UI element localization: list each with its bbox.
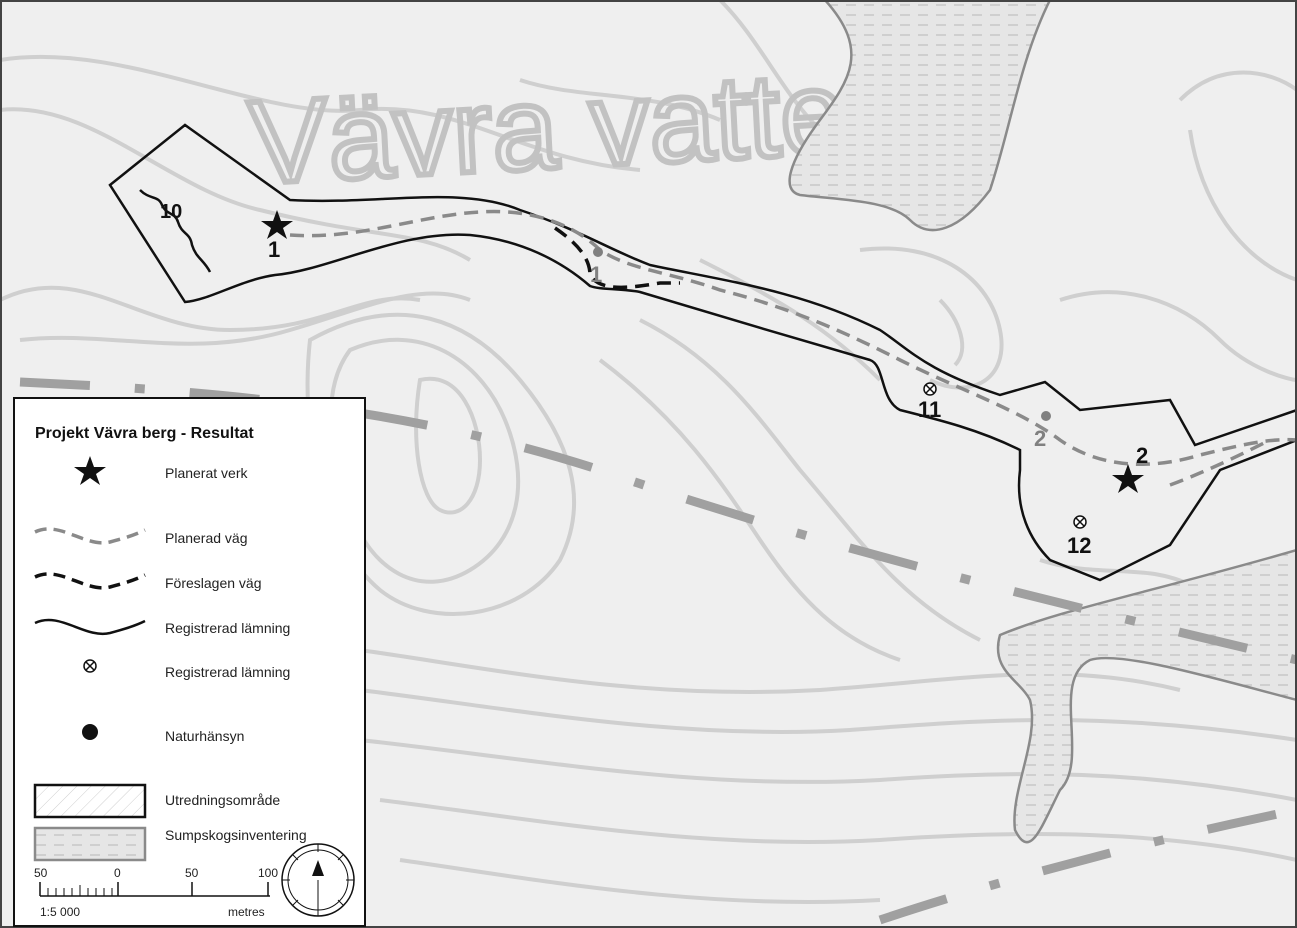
turbine-2-label: 2 <box>1136 443 1148 468</box>
star-icon <box>261 210 293 239</box>
nature-point-1-label: 1 <box>590 262 602 287</box>
legend-grey-dashed-line <box>34 527 146 545</box>
legend-label-planned-turbine: Planerat verk <box>165 465 248 481</box>
star-icon <box>74 456 106 485</box>
scale-tick-label: 100 <box>258 866 278 880</box>
nature-point-2[interactable] <box>1041 411 1051 421</box>
planned-road <box>289 209 1297 487</box>
proposed-road <box>554 226 680 290</box>
remain-11-label: 11 <box>918 397 941 422</box>
legend-black-solid-line <box>34 618 146 636</box>
scale-unit: metres <box>228 905 265 919</box>
investigation-area <box>108 123 1297 582</box>
black-dot-icon <box>82 724 98 740</box>
scale-tick-label: 50 <box>185 866 199 880</box>
star-icon <box>1112 464 1144 493</box>
remain-10-label: 10 <box>160 201 182 223</box>
swamp-area-south <box>996 548 1297 844</box>
compass-icon <box>281 843 355 917</box>
legend-label-registered-remain-point: Registrerad lämning <box>165 664 290 680</box>
scale-ratio: 1:5 000 <box>40 905 80 919</box>
nature-point-1[interactable] <box>593 247 603 257</box>
legend-label-planned-road: Planerad väg <box>165 530 248 546</box>
remain-11[interactable]: 11 <box>918 382 941 422</box>
legend-swamp-swatch <box>33 826 147 862</box>
remain-12-label: 12 <box>1067 533 1091 558</box>
registered-remain-line-10 <box>139 189 212 273</box>
nature-point-2-label: 2 <box>1034 426 1046 451</box>
circle-cross-icon <box>1073 515 1087 529</box>
turbine-1-label: 1 <box>268 237 280 262</box>
legend-label-investigation-area: Utredningsområde <box>165 792 280 808</box>
scale-tick-label: 0 <box>114 866 121 880</box>
turbine-1[interactable]: 1 <box>261 210 293 262</box>
legend-investigation-area-swatch <box>33 783 147 819</box>
scale-bar: 50 0 50 100 1:5 000 metres <box>34 866 278 919</box>
turbine-2[interactable]: 2 <box>1112 443 1148 493</box>
legend-label-proposed-road: Föreslagen väg <box>165 575 262 591</box>
grey-boundary-line <box>19 377 1297 925</box>
legend-label-registered-remain-line: Registrerad lämning <box>165 620 290 636</box>
legend-title: Projekt Vävra berg - Resultat <box>35 425 254 442</box>
legend-label-swamp: Sumpskogsinventering <box>165 827 307 843</box>
circle-cross-icon <box>923 382 937 396</box>
swamp-area-north <box>788 0 1052 232</box>
scale-tick-label: 50 <box>34 866 48 880</box>
legend-black-dashed-line <box>34 572 146 590</box>
legend-label-nature: Naturhänsyn <box>165 728 244 744</box>
legend: Projekt Vävra berg - Resultat Planerat v… <box>13 397 366 927</box>
remain-12[interactable]: 12 <box>1067 515 1091 558</box>
nature-points: 1 2 <box>590 247 1051 451</box>
circle-cross-icon <box>83 659 97 673</box>
